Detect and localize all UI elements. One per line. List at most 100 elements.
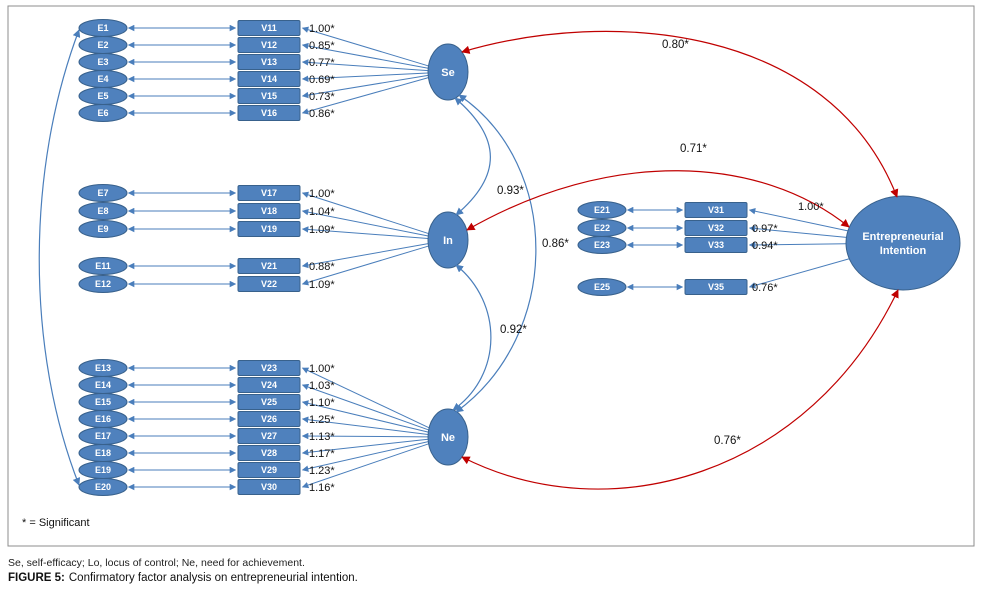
loading-value-V15: 0.73* — [309, 91, 335, 103]
latent-label-EI-2: Intention — [880, 245, 927, 257]
latent-ellipse-EI — [845, 195, 961, 291]
loading-value-V25: 1.10* — [309, 397, 335, 409]
indicator-rect-V19 — [237, 221, 301, 237]
loading-value-V32: 0.97* — [752, 223, 778, 235]
indicator-rect-V18 — [237, 203, 301, 219]
indicator-rect-V24 — [237, 377, 301, 393]
indicator-rect-V17 — [237, 185, 301, 201]
indicator-rect-V15 — [237, 88, 301, 104]
error-ellipse-E23 — [577, 236, 627, 254]
error-ellipse-E21 — [577, 201, 627, 219]
loading-arrow-Ne-V27 — [301, 432, 429, 440]
indicator-rect-V23 — [237, 360, 301, 376]
indicator-rect-V26 — [237, 411, 301, 427]
error-label-E17: E17 — [95, 431, 111, 441]
indicator-rect-V28 — [237, 445, 301, 461]
figure-caption-label: FIGURE 5: — [8, 572, 65, 584]
error-label-E15: E15 — [95, 397, 111, 407]
loading-arrow-Ne-V25 — [301, 400, 429, 433]
covariance-label-Se-Ne: 0.86* — [542, 238, 569, 250]
loading-value-V21: 0.88* — [309, 261, 335, 273]
loading-arrow-In-V22 — [301, 245, 429, 286]
loading-value-V29: 1.23* — [309, 465, 335, 477]
error-ellipse-E20 — [78, 478, 128, 496]
indicator-label-V12: V12 — [261, 40, 277, 50]
indicator-label-V11: V11 — [261, 23, 277, 33]
covariance-path-Se-In — [454, 97, 491, 216]
loading-value-V27: 1.13* — [309, 431, 335, 443]
loading-value-V30: 1.16* — [309, 482, 335, 494]
covariance-path-In-Ne — [452, 264, 492, 411]
error-label-E9: E9 — [97, 224, 108, 234]
indicator-label-V16: V16 — [261, 108, 277, 118]
loading-value-V31: 1.00* — [798, 201, 824, 213]
covariance-label-In-Ne: 0.92* — [500, 324, 527, 336]
loading-value-V12: 0.85* — [309, 40, 335, 52]
error-label-E22: E22 — [594, 223, 610, 233]
loading-value-V24: 1.03* — [309, 380, 335, 392]
figure-caption: FIGURE 5:Confirmatory factor analysis on… — [8, 572, 983, 584]
error-label-E23: E23 — [594, 240, 610, 250]
indicator-label-V31: V31 — [708, 205, 724, 215]
latent-label-In: In — [443, 235, 453, 247]
significance-note: * = Significant — [22, 517, 90, 529]
error-label-E11: E11 — [95, 261, 111, 271]
loading-arrow-EI-V33 — [748, 241, 847, 249]
latent-label-EI-1: Entrepreneurial — [862, 231, 943, 243]
loading-arrow-In-V17 — [301, 191, 429, 235]
error-label-E21: E21 — [594, 205, 610, 215]
indicator-label-V33: V33 — [708, 240, 724, 250]
loading-arrow-Ne-V28 — [301, 438, 429, 456]
indicator-rect-V11 — [237, 20, 301, 36]
loading-arrow-Se-V15 — [301, 74, 429, 99]
indicator-label-V32: V32 — [708, 223, 724, 233]
indicator-rect-V13 — [237, 54, 301, 70]
loading-value-V16: 0.86* — [309, 108, 335, 120]
loading-value-V28: 1.17* — [309, 448, 335, 460]
loading-arrow-Ne-V29 — [301, 441, 429, 472]
loading-arrow-Se-V12 — [301, 42, 429, 69]
measurement-lines-layer — [127, 24, 850, 491]
sem-diagram: E1E2E3E4E5E6V11V12V13V14V15V16SeE7E8E9E1… — [7, 5, 975, 547]
loading-arrow-Ne-V24 — [301, 383, 429, 431]
error-label-E18: E18 — [95, 448, 111, 458]
loading-value-V33: 0.94* — [752, 240, 778, 252]
loading-value-V19: 1.09* — [309, 224, 335, 236]
error-label-E13: E13 — [95, 363, 111, 373]
latent-label-Se: Se — [441, 67, 454, 79]
loading-value-V35: 0.76* — [752, 282, 778, 294]
indicator-rect-V12 — [237, 37, 301, 53]
diagram-border — [7, 5, 975, 547]
loading-value-V23: 1.00* — [309, 363, 335, 375]
covariance-path-Ne-EI — [461, 289, 899, 490]
indicator-rect-V31 — [684, 202, 748, 218]
error-label-E14: E14 — [95, 380, 111, 390]
indicator-label-V18: V18 — [261, 206, 277, 216]
loading-value-V13: 0.77* — [309, 57, 335, 69]
indicator-label-V29: V29 — [261, 465, 277, 475]
loading-arrow-EI-V35 — [748, 258, 850, 289]
error-label-E12: E12 — [95, 279, 111, 289]
indicator-label-V27: V27 — [261, 431, 277, 441]
loading-arrow-In-V21 — [301, 243, 429, 269]
loading-arrow-Se-V14 — [301, 72, 429, 82]
covariance-label-In-EI: 0.71* — [680, 143, 707, 155]
covariance-label-Se-In: 0.93* — [497, 185, 524, 197]
indicator-label-V35: V35 — [708, 282, 724, 292]
covariance-label-Ne-EI: 0.76* — [714, 435, 741, 447]
indicator-rect-V30 — [237, 479, 301, 495]
error-label-E3: E3 — [97, 57, 108, 67]
indicator-label-V26: V26 — [261, 414, 277, 424]
error-label-E8: E8 — [97, 206, 108, 216]
error-label-E4: E4 — [97, 74, 108, 84]
indicator-label-V17: V17 — [261, 188, 277, 198]
error-label-E19: E19 — [95, 465, 111, 475]
labels-layer: 1.00*0.85*0.77*0.69*0.73*0.86*1.00*1.04*… — [22, 23, 824, 529]
loading-arrow-Se-V13 — [301, 59, 429, 72]
indicator-rect-V33 — [684, 237, 748, 253]
indicator-label-V25: V25 — [261, 397, 277, 407]
loading-arrow-In-V19 — [301, 226, 429, 239]
loading-arrow-Se-V16 — [301, 77, 429, 115]
figure-footnote: Se, self-efficacy; Lo, locus of control;… — [8, 557, 305, 569]
